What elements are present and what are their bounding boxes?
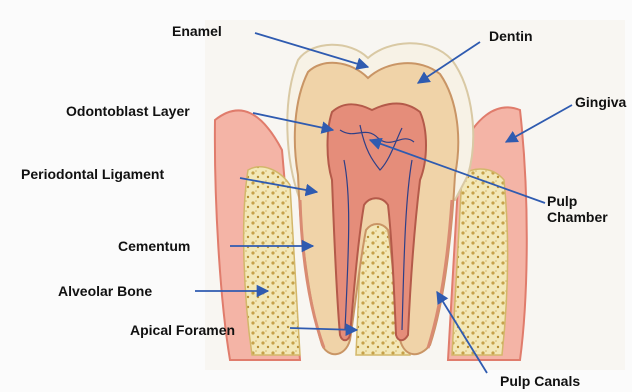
alveolar-bone-right [452, 169, 508, 355]
label-periodontal-ligament: Periodontal Ligament [21, 166, 164, 182]
label-cementum: Cementum [118, 238, 190, 254]
label-pulp-chamber-line2: Chamber [547, 209, 608, 225]
label-enamel: Enamel [172, 23, 222, 39]
label-pulp-chamber: Pulp Chamber [547, 193, 608, 225]
label-odontoblast-layer: Odontoblast Layer [66, 103, 190, 119]
label-alveolar-bone: Alveolar Bone [58, 283, 152, 299]
label-apical-foramen: Apical Foramen [130, 322, 235, 338]
label-dentin: Dentin [489, 28, 533, 44]
label-gingiva: Gingiva [575, 94, 626, 110]
label-pulp-chamber-line1: Pulp [547, 193, 608, 209]
label-pulp-canals: Pulp Canals [500, 373, 580, 389]
